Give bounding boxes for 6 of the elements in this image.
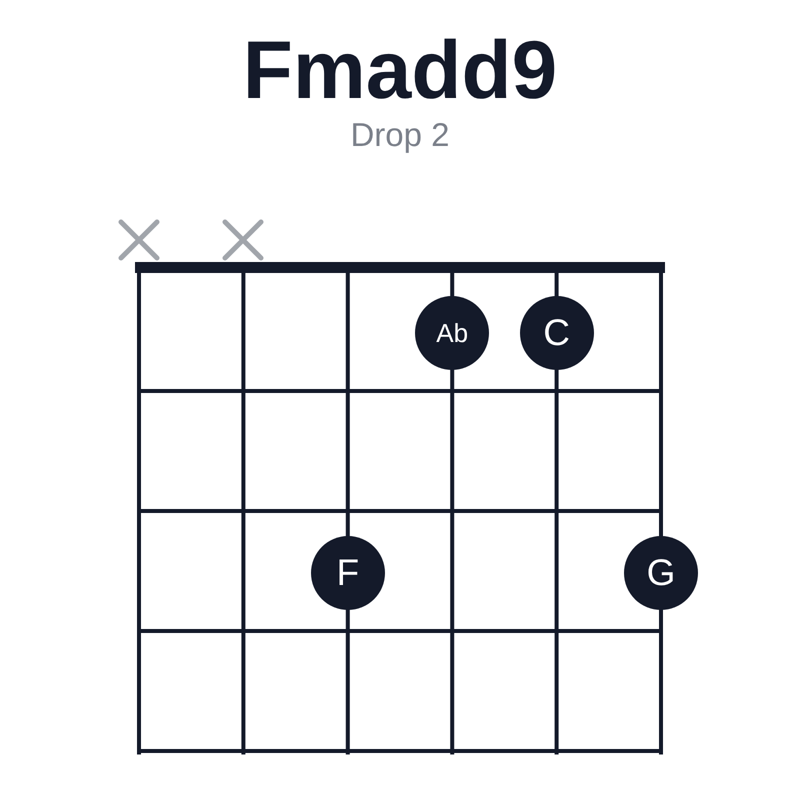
chord-title: Fmadd9 <box>242 30 558 112</box>
note-dot: C <box>520 296 594 370</box>
note-dot: Ab <box>415 296 490 370</box>
voicing-subtitle: Drop 2 <box>350 118 450 151</box>
note-dot: G <box>624 536 698 610</box>
note-dot: F <box>310 536 385 610</box>
